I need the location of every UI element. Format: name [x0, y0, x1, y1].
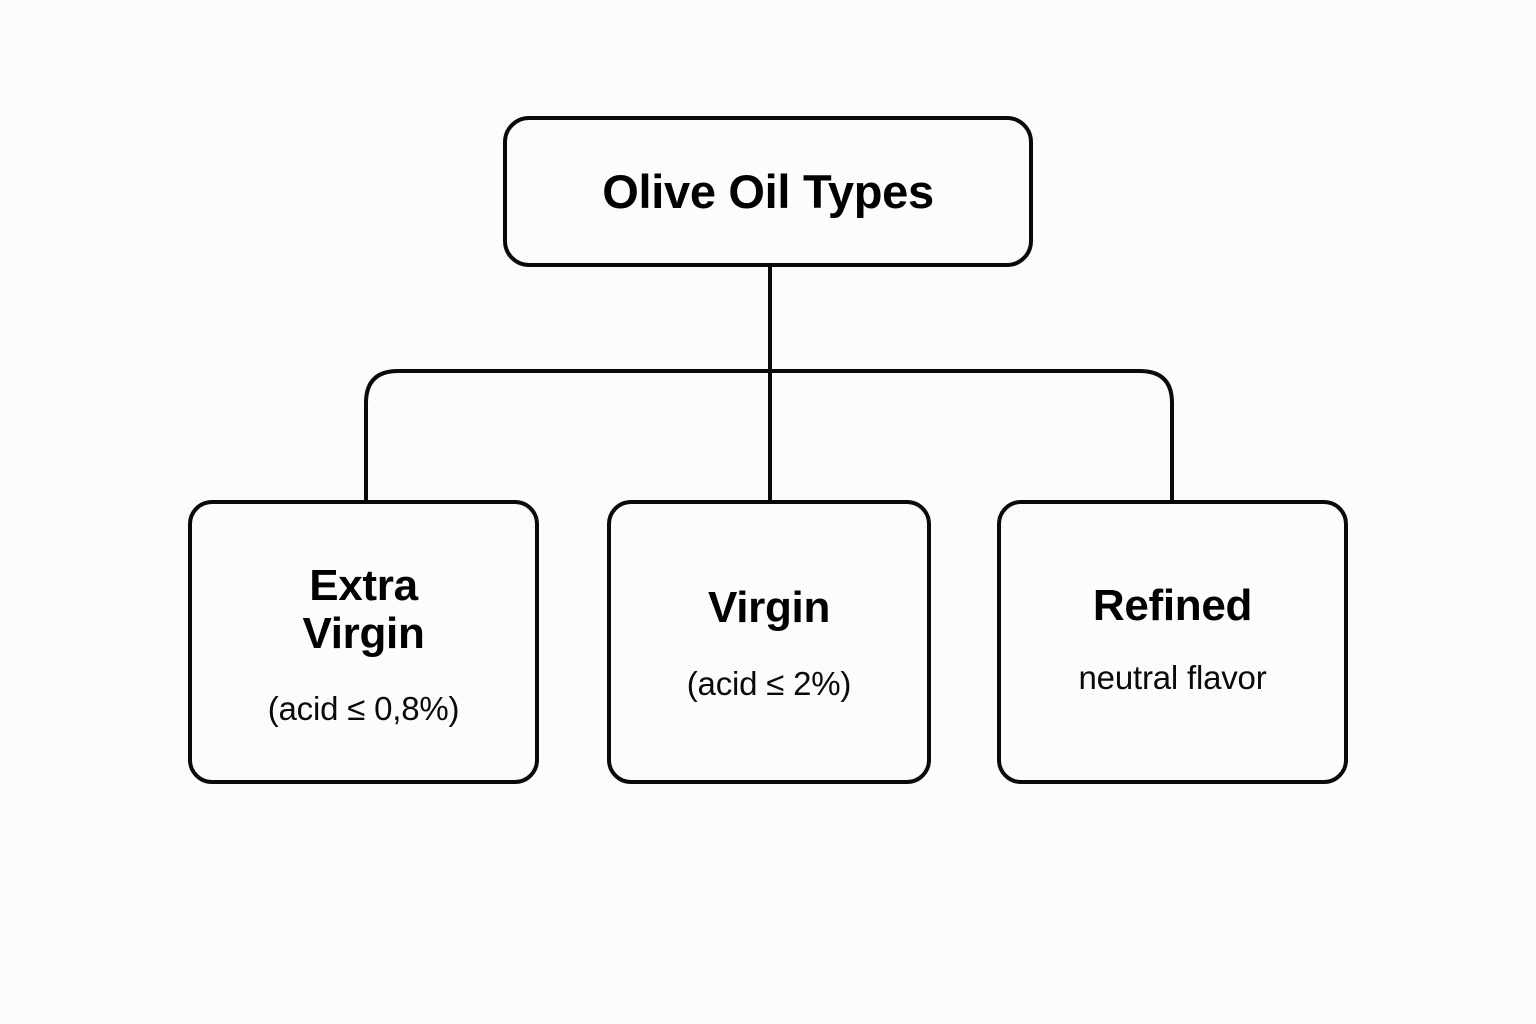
node-subtitle-refined: neutral flavor	[1078, 658, 1267, 696]
node-title-root: Olive Oil Types	[602, 164, 934, 218]
connector-root-to-right	[770, 369, 1174, 500]
node-olive-oil-types[interactable]: Olive Oil Types	[503, 116, 1033, 267]
node-title-extra-virgin: Extra Virgin	[302, 561, 425, 658]
node-extra-virgin[interactable]: Extra Virgin (acid ≤ 0,8%)	[188, 500, 539, 784]
connector-root-to-left	[364, 369, 770, 500]
node-subtitle-virgin: (acid ≤ 2%)	[686, 664, 852, 702]
node-virgin[interactable]: Virgin (acid ≤ 2%)	[607, 500, 931, 784]
node-title-refined: Refined	[1092, 581, 1253, 631]
node-refined[interactable]: Refined neutral flavor	[997, 500, 1348, 784]
node-subtitle-extra-virgin: (acid ≤ 0,8%)	[267, 690, 460, 728]
node-title-virgin: Virgin	[707, 583, 831, 633]
